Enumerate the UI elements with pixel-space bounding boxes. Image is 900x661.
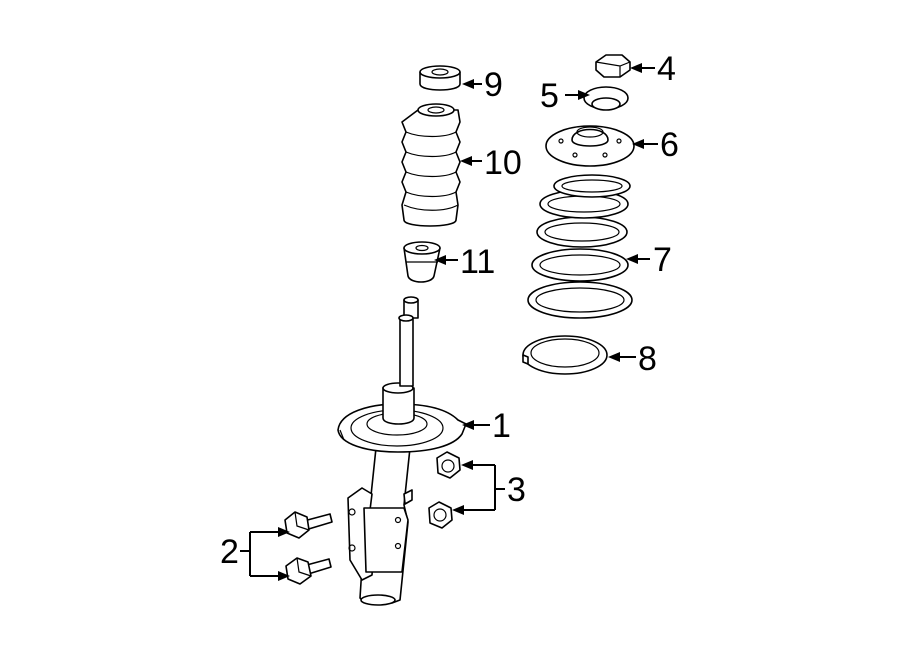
bolt-lower <box>285 557 332 585</box>
callout-11: 11 <box>460 243 495 281</box>
callout-3: 3 <box>507 471 526 509</box>
callout-labels: 1 2 3 4 5 6 7 8 9 10 11 <box>220 50 679 571</box>
callout-1: 1 <box>492 407 511 445</box>
coil-spring <box>527 174 633 319</box>
callout-10: 10 <box>484 144 522 182</box>
callout-9: 9 <box>484 66 503 104</box>
top-nut <box>595 54 631 78</box>
nut-lower <box>428 501 453 529</box>
upper-mount <box>545 125 635 167</box>
leader-lines <box>240 63 658 581</box>
bump-stop-cap <box>419 65 461 91</box>
bolt-upper <box>284 511 333 539</box>
callout-8: 8 <box>638 340 657 378</box>
jounce-bumper <box>403 241 441 283</box>
callout-5: 5 <box>540 77 559 115</box>
spring-isolator <box>522 335 608 375</box>
nut-upper <box>436 451 461 479</box>
callout-7: 7 <box>653 241 672 279</box>
dust-boot <box>401 103 461 227</box>
callout-4: 4 <box>657 50 676 88</box>
washer <box>583 86 629 111</box>
strut-assembly <box>337 296 467 606</box>
callout-2: 2 <box>220 533 239 571</box>
callout-6: 6 <box>660 126 679 164</box>
